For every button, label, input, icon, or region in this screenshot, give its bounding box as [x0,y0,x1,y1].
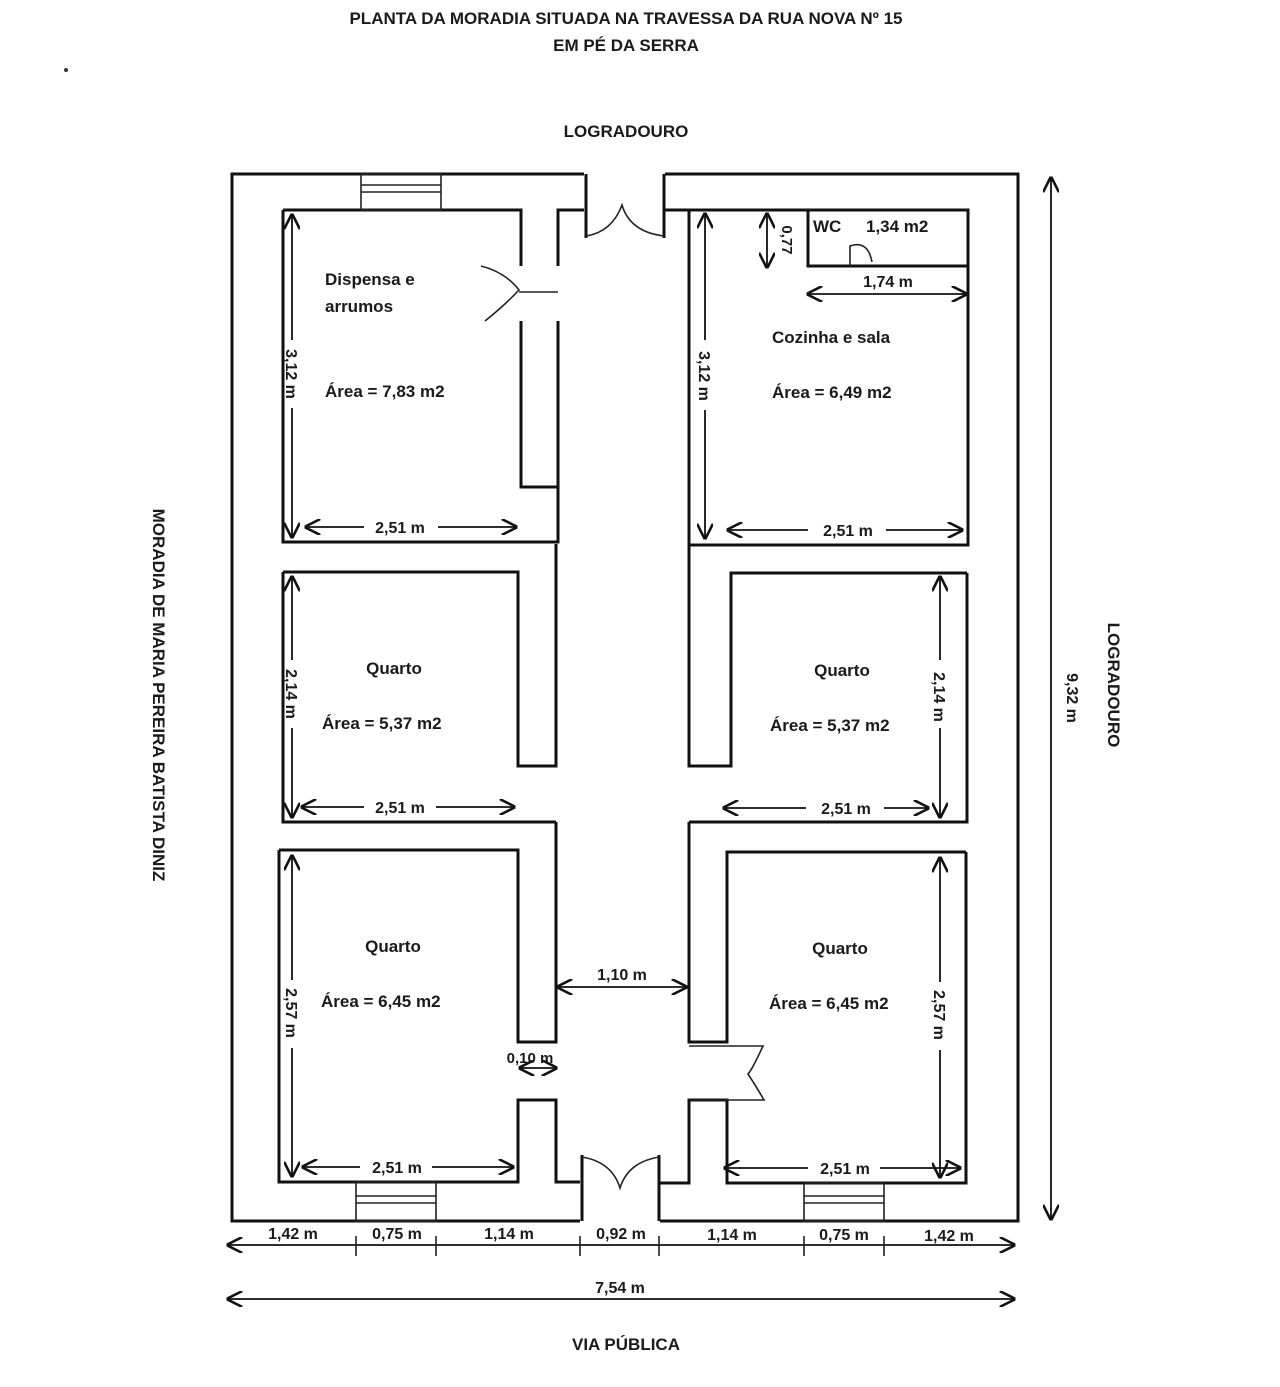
room-quarto-bl-name: Quarto [365,937,421,956]
side-label-bottom: VIA PÚBLICA [572,1335,680,1354]
room-quarto-ml-name: Quarto [366,659,422,678]
room-quarto-br-name: Quarto [812,939,868,958]
dim-wc-width: 1,74 m [863,274,913,291]
dim-quarto-br-height: 2,57 m [930,990,947,1040]
room-dispensa-name2: arrumos [325,297,393,316]
room-wc-name: WC [813,217,841,236]
room-quarto-br-area: Área = 6,45 m2 [769,994,889,1013]
dim-dispensa-width: 2,51 m [375,520,425,537]
room-quarto-bl-area: Área = 6,45 m2 [321,992,441,1011]
dim-quarto-mr-width: 2,51 m [821,801,871,818]
cozinha-outline [665,208,970,547]
door-wc [849,243,873,266]
plan-title-line2: EM PÉ DA SERRA [553,36,699,55]
speck-mark [64,68,68,72]
dim-segment-3: 1,14 m [484,1226,534,1243]
door-quarto-br [689,1045,766,1101]
room-quarto-ml-area: Área = 5,37 m2 [322,714,442,733]
dim-segment-7: 1,42 m [924,1228,974,1245]
quarto-bl-outline [277,822,580,1184]
dim-segment-4: 0,92 m [596,1226,646,1243]
room-cozinha-name: Cozinha e sala [772,328,891,347]
top-left-wall [283,208,584,489]
dim-segment-5: 1,14 m [707,1227,757,1244]
dim-cozinha-width: 2,51 m [823,523,873,540]
dim-segment-1: 1,42 m [268,1226,318,1243]
dim-quarto-br-width: 2,51 m [820,1161,870,1178]
room-wc-area: 1,34 m2 [866,217,928,236]
side-label-right: LOGRADOURO [1104,623,1123,748]
dispensa-outline [281,210,560,544]
window-top-left [360,173,442,211]
dim-quarto-ml-height: 2,14 m [282,669,299,719]
wc-outline [806,210,968,268]
room-cozinha-area: Área = 6,49 m2 [772,383,892,402]
outer-wall-outline [230,172,1020,1223]
dim-quarto-bl-width: 2,51 m [372,1160,422,1177]
dim-wall-thickness: 0,10 m [507,1050,554,1067]
front-door-top [584,172,666,238]
window-bottom-left [355,1181,437,1222]
side-label-top: LOGRADOURO [564,122,689,141]
room-quarto-mr-area: Área = 5,37 m2 [770,716,890,735]
dim-segment-2: 0,75 m [372,1226,422,1243]
side-label-left: MORADIA DE MARIA PEREIRA BATISTA DINIZ [149,509,168,882]
room-dispensa-name: Dispensa e [325,270,415,289]
door-dispensa [480,265,558,322]
front-door-bottom [580,1155,661,1223]
room-dispensa-area: Área = 7,83 m2 [325,382,445,401]
quarto-ml-outline [281,544,558,824]
quarto-mr-outline [687,545,969,824]
dim-overall-height: 9,32 m [1063,673,1080,723]
dim-segment-6: 0,75 m [819,1227,869,1244]
room-quarto-mr-name: Quarto [814,661,870,680]
dim-quarto-bl-height: 2,57 m [282,988,299,1038]
window-bottom-right [803,1182,885,1222]
dim-quarto-ml-width: 2,51 m [375,800,425,817]
dim-wc-height: 0,77 [778,225,795,254]
dim-quarto-mr-height: 2,14 m [930,672,947,722]
dim-cozinha-height: 3,12 m [695,351,712,401]
dim-dispensa-height: 3,12 m [282,349,299,399]
dim-overall-width: 7,54 m [595,1280,645,1297]
dim-corridor-width: 1,10 m [597,967,647,984]
plan-title-line1: PLANTA DA MORADIA SITUADA NA TRAVESSA DA… [349,9,902,28]
